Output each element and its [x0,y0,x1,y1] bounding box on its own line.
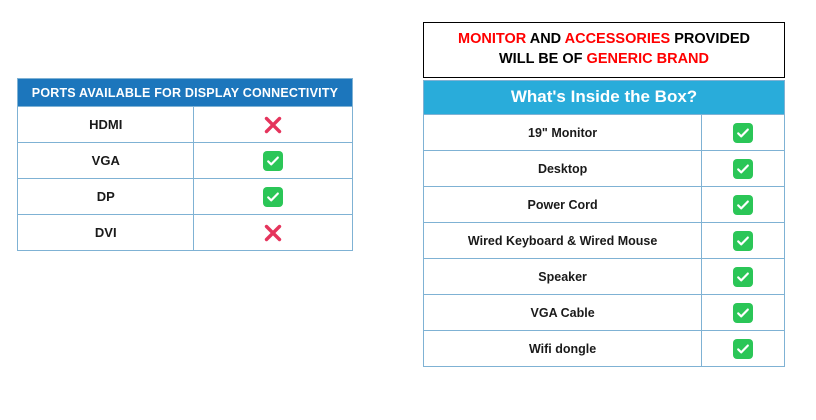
row-label: DVI [16,214,195,251]
ports-table-row: DVI [16,214,353,251]
row-status-cell [701,114,785,151]
notice-accessories-word: ACCESSORIES [564,31,671,47]
row-label: Wired Keyboard & Wired Mouse [422,222,703,259]
check-icon [263,150,284,171]
check-icon [263,186,284,207]
row-status-cell [701,330,785,367]
generic-brand-notice: MONITOR AND ACCESSORIES PROVIDED WILL BE… [423,22,785,79]
ports-availability-table: PORTS AVAILABLE FOR DISPLAY CONNECTIVITY… [16,78,353,251]
row-label: 19" Monitor [422,114,703,151]
box-table-row: Wired Keyboard & Wired Mouse [422,222,785,259]
row-label: Power Cord [422,186,703,223]
ports-table-row: DP [16,178,353,215]
check-icon [733,230,754,251]
row-label: Speaker [422,258,703,295]
ports-table-header-row: PORTS AVAILABLE FOR DISPLAY CONNECTIVITY [17,78,353,107]
row-status-cell [701,222,785,259]
check-icon [733,266,754,287]
box-table-row: 19" Monitor [422,114,785,151]
check-icon [733,158,754,179]
ports-table-body: PORTS AVAILABLE FOR DISPLAY CONNECTIVITY… [16,78,353,251]
ports-table-row: VGA [16,142,353,179]
row-status-cell [193,214,353,251]
notice-line-1: MONITOR AND ACCESSORIES PROVIDED [430,30,778,50]
box-table-row: Desktop [422,150,785,187]
check-icon [733,122,754,143]
row-status-cell [701,186,785,223]
notice-and-word: AND [529,31,562,47]
check-icon [733,194,754,215]
ports-table-header-label: PORTS AVAILABLE FOR DISPLAY CONNECTIVITY [17,78,353,107]
box-table-row: Power Cord [422,186,785,223]
cross-icon [262,222,284,244]
row-label: DP [16,178,195,215]
row-label: VGA [16,142,195,179]
check-icon [733,302,754,323]
box-table-row: Wifi dongle [422,330,785,367]
check-icon [733,338,754,359]
row-status-cell [193,178,353,215]
notice-monitor-word: MONITOR [458,31,527,47]
row-label: HDMI [16,106,195,143]
cross-icon [262,114,284,136]
row-status-cell [701,294,785,331]
row-status-cell [701,150,785,187]
row-status-cell [701,258,785,295]
notice-willbeof-words: WILL BE OF [499,50,583,67]
notice-line-2: WILL BE OF GENERIC BRAND [430,50,778,70]
box-table-row: Speaker [422,258,785,295]
box-table-header-row: What's Inside the Box? [423,80,785,115]
box-table-row: VGA Cable [422,294,785,331]
ports-table-row: HDMI [16,106,353,143]
row-status-cell [193,142,353,179]
row-label: Desktop [422,150,703,187]
row-status-cell [193,106,353,143]
notice-provided-word: PROVIDED [674,31,750,47]
row-label: Wifi dongle [422,330,703,367]
box-table-header-label: What's Inside the Box? [423,80,785,115]
row-label: VGA Cable [422,294,703,331]
notice-genericbrand-words: GENERIC BRAND [586,50,709,67]
